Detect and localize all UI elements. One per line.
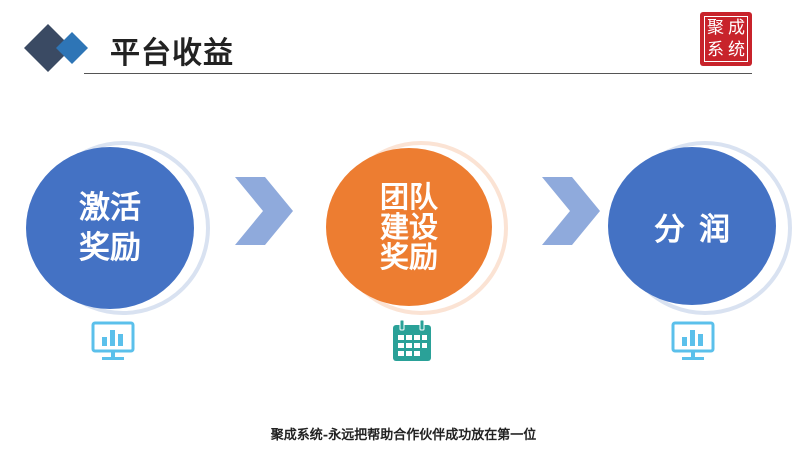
diamond-logo-icon [24,24,88,72]
seal-logo: 聚 成 系 统 [700,12,752,66]
chevron-right-icon [542,177,600,245]
seal-char: 统 [728,40,745,60]
step-label-line: 团队 [379,180,438,214]
calendar-icon [393,319,431,361]
footer-slogan: 聚成系统-永远把帮助合作伙伴成功放在第一位 [270,428,537,443]
step-label-line: 建设 [379,210,438,244]
seal-char: 成 [728,18,745,38]
step-label-line: 奖励 [79,230,141,266]
chevron-right-icon [235,177,293,245]
step-label-line: 分润 [654,211,744,248]
step-label-line: 奖励 [379,240,438,274]
step-circle-profit-sharing: 分润 [608,147,776,305]
step-circle-team-building-reward: 团队 建设 奖励 [326,148,492,306]
bar-chart-monitor-icon [671,321,715,360]
bar-chart-monitor-icon [91,321,135,360]
step-label-line: 激活 [79,190,141,226]
title-divider [84,73,752,74]
page-title: 平台收益 [110,36,234,71]
seal-char: 聚 [707,18,724,38]
seal-char: 系 [707,40,724,60]
step-circle-activation-reward: 激活 奖励 [26,147,194,309]
